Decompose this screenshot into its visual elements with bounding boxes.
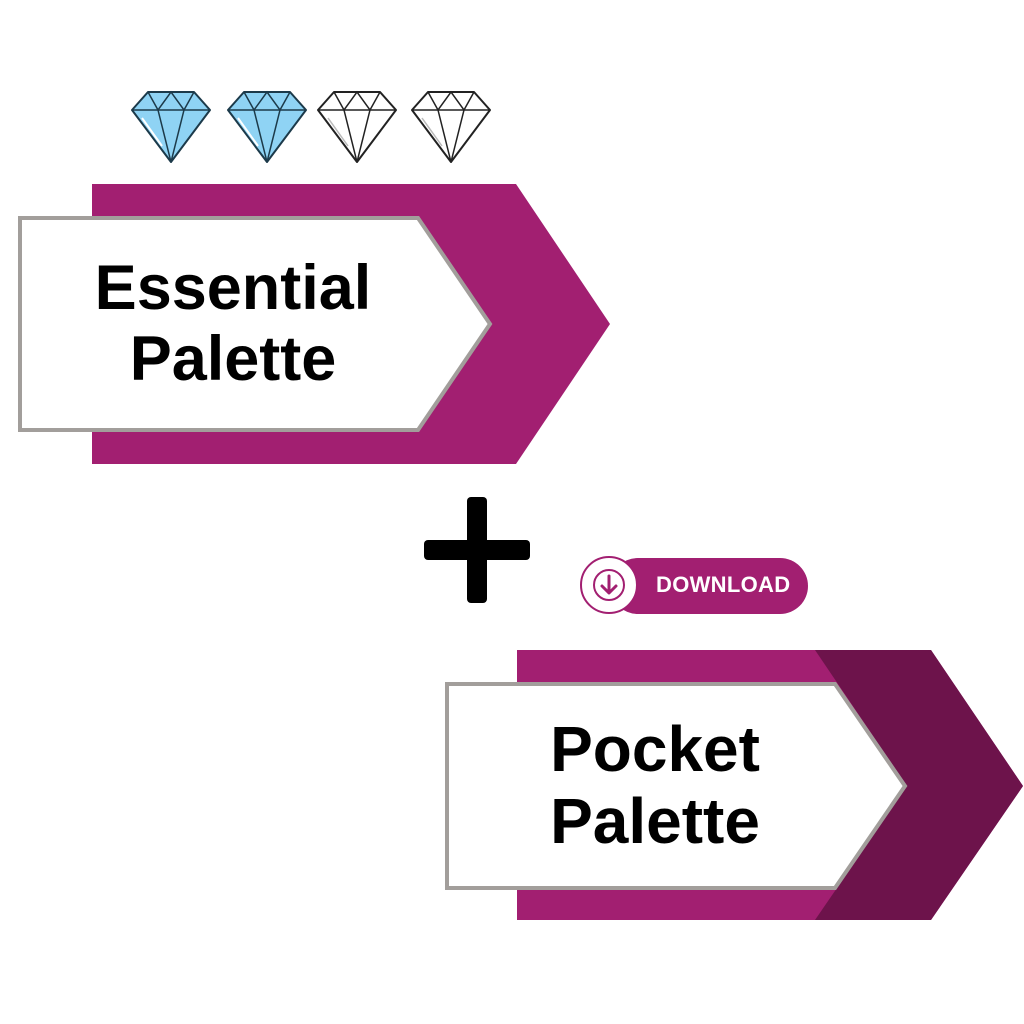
diamond-icon: [411, 90, 491, 163]
diamond-rating: [130, 88, 500, 168]
essential-palette-title: Essential Palette: [18, 218, 448, 430]
diamond-icon: [317, 90, 397, 163]
diamond-icon: [131, 90, 211, 163]
title-line: Palette: [550, 785, 760, 857]
banner-arrow-shape: [18, 184, 610, 464]
pocket-palette-title: Pocket Palette: [445, 684, 865, 888]
plus-icon: [424, 497, 530, 603]
title-line: Pocket: [550, 713, 760, 786]
download-icon-circle: [580, 556, 638, 614]
banner-arrow-shape: [445, 650, 1023, 920]
download-label: DOWNLOAD: [656, 572, 791, 597]
pocket-palette-banner[interactable]: Pocket Palette: [445, 650, 1024, 922]
diamond-icon: [227, 90, 307, 163]
title-line: Essential: [94, 253, 372, 324]
title-line: Palette: [129, 324, 337, 394]
download-button-background: [610, 558, 808, 614]
essential-palette-banner[interactable]: Essential Palette: [18, 184, 618, 466]
download-button[interactable]: DOWNLOAD: [580, 556, 810, 618]
arrow-down-icon: [593, 569, 625, 601]
